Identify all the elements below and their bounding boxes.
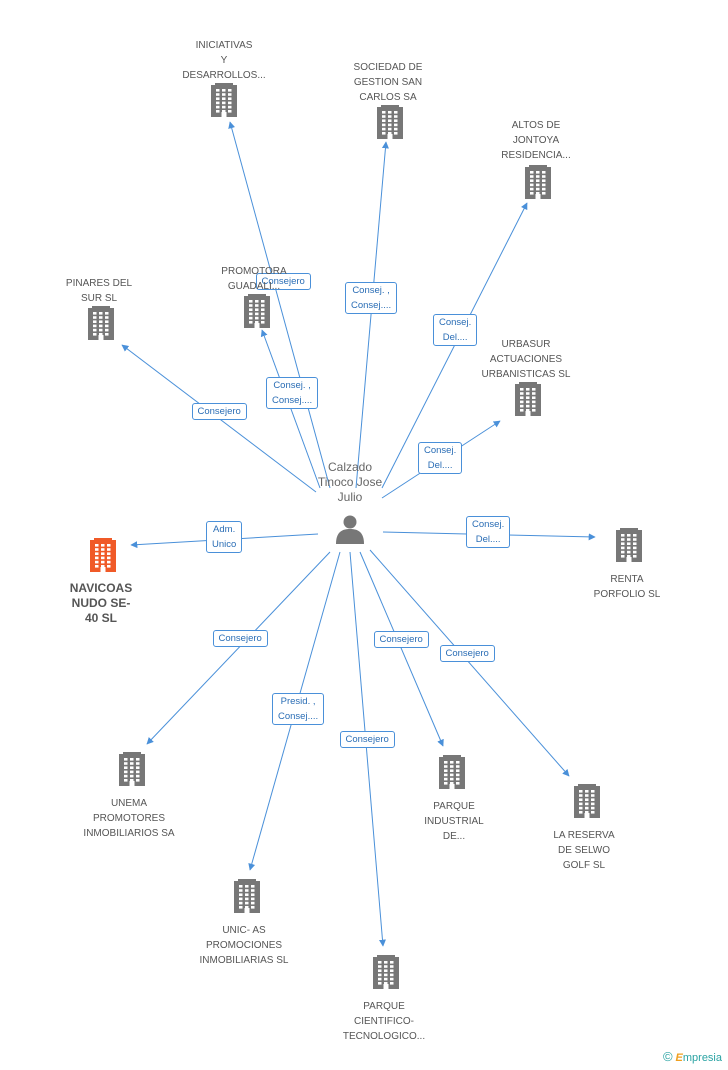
edge-label-altos[interactable]: Consej. Del.... — [433, 314, 478, 346]
edge-label-navicoas[interactable]: Adm. Unico — [206, 521, 243, 553]
building-icon-altos[interactable] — [525, 165, 551, 199]
node-label-promotora[interactable]: PROMOTORA GUADALI... — [221, 266, 287, 292]
node-label-navicoas[interactable]: NAVICOAS NUDO SE- 40 SL — [69, 581, 133, 625]
building-icon-pinares[interactable] — [88, 306, 114, 340]
building-icon-reserva[interactable] — [574, 784, 600, 818]
edge-parque-ind — [359, 551, 444, 747]
building-icon-urbasur[interactable] — [515, 382, 541, 416]
edge-unema — [146, 551, 331, 745]
node-label-unema[interactable]: UNEMA PROMOTORES INMOBILIARIOS SA — [83, 798, 175, 839]
edge-label-pinares[interactable]: Consejero — [191, 402, 247, 420]
node-label-reserva[interactable]: LA RESERVA DE SELWO GOLF SL — [553, 830, 615, 871]
edge-label-unic[interactable]: Presid. , Consej.... — [272, 693, 325, 725]
edge-label-promotora[interactable]: Consej. , Consej.... — [266, 377, 319, 409]
node-label-parque-ind[interactable]: PARQUE INDUSTRIAL DE... — [424, 801, 484, 842]
edge-promotora — [260, 329, 321, 489]
edge-iniciativas — [228, 121, 331, 489]
building-icon-promotora[interactable] — [244, 294, 270, 328]
edge-label-iniciativas[interactable]: Consejero — [255, 272, 311, 290]
edge-label-sociedad[interactable]: Consej. , Consej.... — [345, 282, 398, 314]
building-icon-sociedad[interactable] — [377, 105, 403, 139]
edge-label-parque-cien[interactable]: Consejero — [339, 730, 395, 748]
building-icon-renta[interactable] — [616, 528, 642, 562]
person-icon[interactable] — [336, 515, 364, 545]
node-label-altos[interactable]: ALTOS DE JONTOYA RESIDENCIA... — [501, 120, 571, 161]
building-icon-iniciativas[interactable] — [211, 83, 237, 117]
node-label-unic[interactable]: UNIC- AS PROMOCIONES INMOBILIARIAS SL — [199, 925, 289, 966]
building-icon-parque-ind[interactable] — [439, 755, 465, 789]
brand-name: mpresia — [682, 1052, 722, 1064]
edge-label-renta[interactable]: Consej. Del.... — [466, 516, 511, 548]
footer-brand: ©Empresia — [663, 1049, 722, 1064]
edge-label-urbasur[interactable]: Consej. Del.... — [418, 442, 463, 474]
edge-sociedad — [355, 141, 389, 489]
node-label-pinares[interactable]: PINARES DEL SUR SL — [65, 278, 133, 304]
center-person-name[interactable]: Calzado Tinoco Jose Julio — [317, 460, 383, 504]
node-label-sociedad[interactable]: SOCIEDAD DE GESTION SAN CARLOS SA — [353, 62, 423, 103]
nodes-layer — [88, 83, 642, 989]
edge-label-parque-ind[interactable]: Consejero — [373, 630, 429, 648]
building-icon-parque-cien[interactable] — [373, 955, 399, 989]
node-label-renta[interactable]: RENTA PORFOLIO SL — [593, 574, 661, 600]
copyright-symbol: © — [662, 1049, 673, 1064]
edge-label-reserva[interactable]: Consejero — [439, 644, 495, 662]
building-icon-unema[interactable] — [119, 752, 145, 786]
building-icon-navicoas[interactable] — [90, 538, 116, 572]
brand-initial: E — [675, 1052, 683, 1064]
node-label-urbasur[interactable]: URBASUR ACTUACIONES URBANISTICAS SL — [481, 339, 571, 380]
node-label-iniciativas[interactable]: INICIATIVAS Y DESARROLLOS... — [182, 40, 266, 81]
edge-parque-cien — [349, 551, 386, 947]
edge-label-unema[interactable]: Consejero — [212, 629, 268, 647]
edge-reserva — [369, 549, 570, 777]
building-icon-unic[interactable] — [234, 879, 260, 913]
node-label-parque-cien[interactable]: PARQUE CIENTIFICO- TECNOLOGICO... — [342, 1001, 426, 1042]
